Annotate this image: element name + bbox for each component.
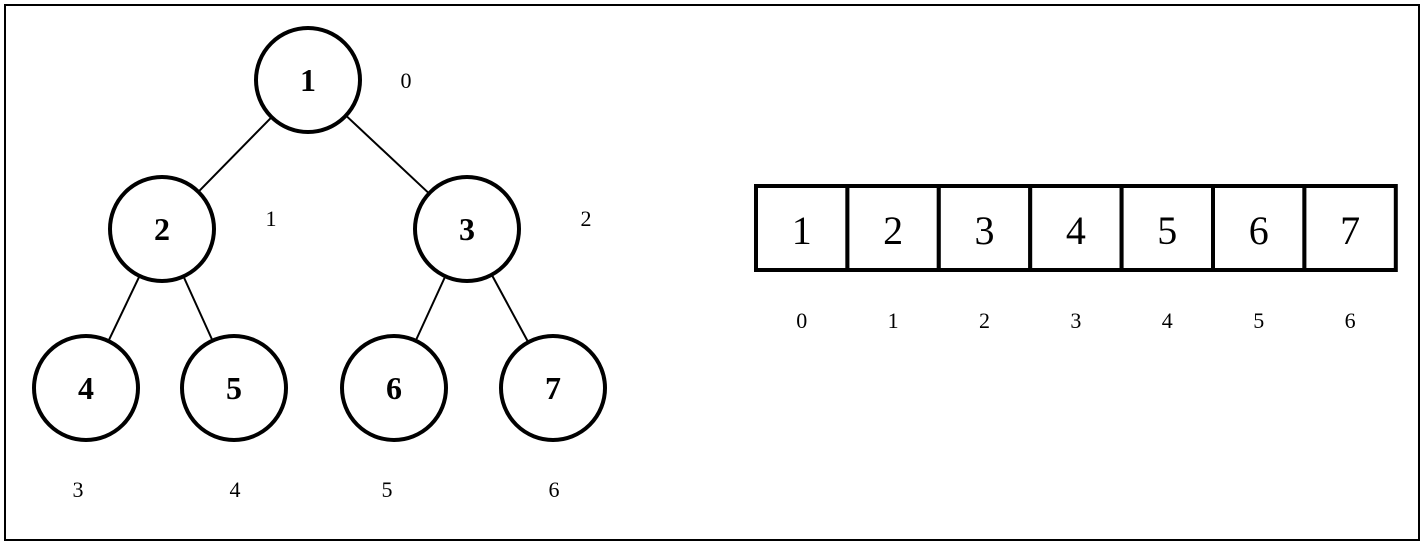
tree-node-index: 0: [401, 68, 412, 93]
array-cell-index: 2: [979, 308, 990, 333]
array-cell: [936, 184, 1033, 272]
array-cell-index: 1: [888, 308, 899, 333]
tree-node-circle: [254, 26, 362, 134]
array-cell: [1302, 184, 1398, 272]
tree-node: 3: [413, 175, 521, 283]
array-cell-index: 5: [1253, 308, 1264, 333]
tree-edges: [107, 114, 530, 343]
array-cell-index: 4: [1162, 308, 1173, 333]
tree-node: 4: [32, 334, 140, 442]
tree-node-circle: [499, 334, 607, 442]
tree-nodes: 1 2 3 4 5 6 7: [32, 26, 607, 442]
tree-node: 5: [180, 334, 288, 442]
tree-node-circle: [180, 334, 288, 442]
tree-node: 6: [340, 334, 448, 442]
array-cell-value: 4: [1066, 208, 1086, 253]
tree-edge: [490, 274, 530, 343]
tree-node-value: 4: [78, 370, 94, 406]
array-cell: [754, 184, 850, 272]
diagram-frame: [4, 4, 1420, 541]
array-cell-value: 5: [1157, 208, 1177, 253]
array-cell-value: 1: [792, 208, 812, 253]
tree-node-value: 2: [154, 211, 170, 247]
tree-node-index: 6: [549, 477, 560, 502]
tree-node-value: 3: [459, 211, 475, 247]
array-cell-index: 6: [1345, 308, 1356, 333]
tree-node: 2: [108, 175, 216, 283]
tree-node-index: 3: [73, 477, 84, 502]
tree-node-circle: [340, 334, 448, 442]
tree-node-index: 2: [581, 206, 592, 231]
tree-node-index: 4: [230, 477, 241, 502]
array-cell: [1119, 184, 1215, 272]
array-representation: 1 0 2 1 3 2 4 3 5 4 6 5 7 6: [754, 184, 1398, 333]
tree-node-circle: [413, 175, 521, 283]
tree-node-value: 1: [300, 62, 316, 98]
tree-node: 7: [499, 334, 607, 442]
tree-edge: [182, 275, 214, 342]
tree-index-labels: 0 1 2 3 4 5 6: [73, 68, 592, 502]
tree-node-index: 5: [382, 477, 393, 502]
tree-node: 1: [254, 26, 362, 134]
tree-edge: [414, 275, 447, 342]
array-cell-value: 6: [1249, 208, 1269, 253]
tree-node-value: 5: [226, 370, 242, 406]
array-cell-value: 3: [975, 208, 995, 253]
tree-node-value: 6: [386, 370, 402, 406]
tree-node-value: 7: [545, 370, 561, 406]
array-cell-value: 7: [1340, 208, 1360, 253]
tree-node-index: 1: [266, 206, 277, 231]
tree-node-circle: [108, 175, 216, 283]
tree-edge: [197, 116, 273, 193]
array-cell: [845, 184, 941, 272]
tree-edge: [107, 275, 141, 342]
array-cell-index: 0: [796, 308, 807, 333]
array-cell-value: 2: [883, 208, 903, 253]
tree-node-circle: [32, 334, 140, 442]
tree-edge: [345, 114, 430, 195]
array-cell-index: 3: [1070, 308, 1081, 333]
